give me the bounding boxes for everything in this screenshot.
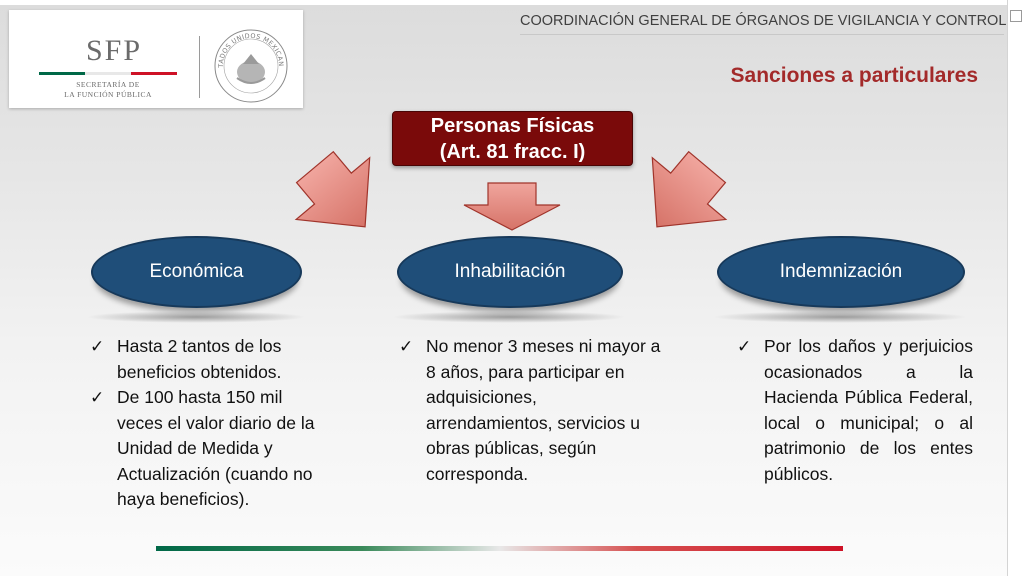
sfp-logo: SFP SECRETARÍA DE LA FUNCIÓN PÚBLICA EST…: [9, 10, 303, 108]
root-node-line1: Personas Físicas: [430, 114, 595, 137]
logo-acronym: SFP: [85, 34, 143, 67]
organization-name: COORDINACIÓN GENERAL DE ÓRGANOS DE VIGIL…: [520, 13, 1007, 29]
inhabilitacion-list: ✓ No menor 3 meses ni mayor a 8 años, pa…: [399, 334, 661, 487]
slide-title: Sanciones a particulares: [730, 64, 978, 87]
economica-list: ✓ Hasta 2 tantos de los beneficios obten…: [90, 334, 322, 513]
list-item: ✓ No menor 3 meses ni mayor a 8 años, pa…: [399, 336, 661, 484]
slide-handle-icon: [1010, 10, 1022, 22]
frame-top: [0, 0, 1024, 5]
check-icon: ✓: [90, 388, 105, 407]
branch-shadow: [392, 311, 626, 323]
arrow-down-right-icon: [294, 150, 371, 228]
check-icon: ✓: [399, 337, 414, 356]
branch-economica: Económica: [91, 236, 302, 308]
branch-label: Económica: [149, 261, 244, 282]
check-icon: ✓: [90, 337, 105, 356]
root-node: Personas Físicas (Art. 81 fracc. I): [392, 111, 633, 166]
list-item: ✓ Por los daños y perjuicios ocasionados…: [737, 336, 973, 484]
branch-shadow: [712, 311, 968, 323]
list-item: ✓ Hasta 2 tantos de los beneficios obten…: [90, 336, 282, 382]
logo-subtitle: SECRETARÍA DE LA FUNCIÓN PÚBLICA: [64, 80, 152, 99]
list-item: ✓ De 100 hasta 150 mil veces el valor di…: [90, 387, 315, 509]
branch-label: Inhabilitación: [454, 261, 566, 282]
national-seal-icon: ESTADOS UNIDOS MEXICANOS: [213, 28, 288, 103]
logo-tricolor-line: [39, 72, 177, 75]
logo-divider: [199, 36, 200, 98]
branch-inhabilitacion: Inhabilitación: [397, 236, 623, 308]
bottom-tricolor-rule: [156, 546, 843, 551]
indemnizacion-list: ✓ Por los daños y perjuicios ocasionados…: [737, 334, 973, 487]
arrow-down-left-icon: [651, 150, 728, 228]
branch-label: Indemnización: [779, 261, 903, 282]
arrow-down-icon: [463, 182, 561, 231]
branch-indemnizacion: Indemnización: [717, 236, 965, 308]
root-node-line2: (Art. 81 fracc. I): [439, 140, 586, 163]
branch-shadow: [86, 311, 306, 323]
header-rule: [520, 34, 1004, 35]
frame-right: [1007, 0, 1024, 576]
check-icon: ✓: [737, 337, 752, 356]
